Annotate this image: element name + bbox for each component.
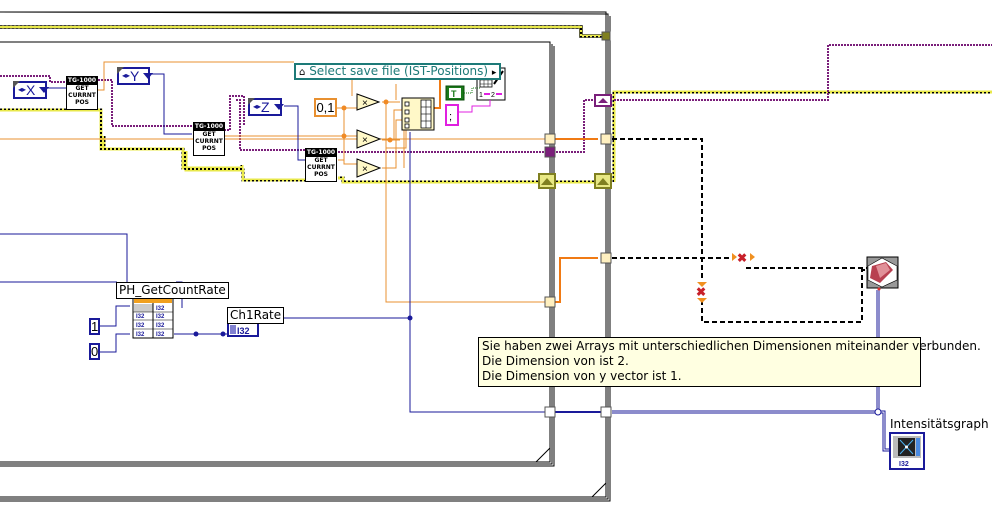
svg-text:×: × — [362, 98, 368, 109]
increment-arrows-icon: ◂▸ — [122, 71, 131, 80]
multiply-node-1[interactable]: × — [356, 93, 381, 111]
svg-text:✖: ✖ — [696, 285, 706, 299]
ring-corner — [13, 81, 20, 88]
tooltip-line: Die Dimension von ist 2. — [482, 354, 629, 368]
error-wire-outline — [0, 25, 606, 38]
call-library-node[interactable]: I32 I32 I32 I32 I32 I32 I32 — [132, 295, 174, 339]
multiply-node-3[interactable]: × — [356, 158, 382, 178]
svg-text:I32: I32 — [899, 461, 909, 468]
numeric-constant-1[interactable]: 1 — [89, 318, 100, 335]
ring-corner — [117, 67, 124, 74]
subvi-line: POS — [202, 145, 216, 152]
error-tooltip: Sie haben zwei Arrays mit unterschiedlic… — [478, 337, 981, 387]
subvi-line: CURRNT — [68, 92, 96, 99]
broken-wires — [612, 138, 870, 323]
numeric-constant-0[interactable]: 0 — [89, 343, 100, 360]
tg1000-get-current-pos-subvi-2[interactable]: TG-1000 GET CURRNT POS — [193, 122, 225, 156]
error-wires — [0, 25, 992, 184]
subvi-line: CURRNT — [307, 164, 335, 171]
svg-text:I32: I32 — [156, 314, 165, 320]
int-junctions — [193, 315, 413, 337]
tg1000-get-current-pos-subvi-3[interactable]: TG-1000 GET CURRNT POS — [305, 148, 337, 182]
ring-constant-x[interactable]: ◂▸ X — [13, 81, 50, 99]
ring-value: X — [26, 82, 36, 98]
subvi-header: TG-1000 — [194, 123, 224, 131]
subvi-line: CURRNT — [195, 138, 223, 145]
svg-text:I32: I32 — [136, 332, 145, 338]
increment-arrows-icon: ◂▸ — [18, 85, 27, 94]
numeric-int-wires — [0, 73, 548, 413]
ring-constant-y[interactable]: ◂▸ Y — [117, 67, 154, 85]
subvi-line: POS — [75, 99, 89, 106]
string-wire — [458, 100, 491, 113]
surface-plot-node[interactable] — [866, 256, 899, 291]
svg-text:×: × — [362, 135, 368, 146]
svg-text:✖: ✖ — [737, 251, 747, 265]
ring-constant-z[interactable]: ◂▸ Z — [248, 98, 284, 116]
subvi-line: POS — [314, 171, 328, 178]
svg-text:I32: I32 — [156, 323, 165, 329]
browse-arrow-icon: ▸ — [491, 68, 497, 78]
svg-text:;: ; — [449, 111, 452, 123]
inner-shift-register-error[interactable] — [538, 173, 556, 189]
multiply-node-2[interactable]: × — [356, 129, 382, 149]
path-constant-select-save-file[interactable]: ⌂ Select save file (IST-Positions) ▸ — [294, 63, 502, 80]
svg-text:I32: I32 — [156, 332, 165, 338]
boolean-constant-true[interactable]: T — [445, 85, 465, 101]
ring-value: Y — [130, 68, 140, 84]
svg-text:I32: I32 — [136, 314, 145, 320]
ch1rate-label: Ch1Rate — [227, 307, 285, 324]
subvi-line: GET — [75, 85, 89, 92]
refnum-wires — [0, 44, 992, 153]
svg-text:1: 1 — [479, 92, 483, 99]
call-library-node-label: PH_GetCountRate — [116, 282, 229, 299]
boolean-wire — [464, 87, 480, 94]
increment-arrows-icon: ◂▸ — [253, 102, 262, 111]
broken-wire-mark-vertical: ✖ — [696, 282, 707, 303]
dropdown-arrow-icon — [39, 87, 50, 93]
svg-text:×: × — [362, 164, 368, 175]
svg-text:I32: I32 — [136, 323, 145, 329]
broken-wire-mark-horizontal: ✖ — [732, 251, 755, 265]
build-array-node[interactable] — [401, 97, 435, 131]
svg-text:I32: I32 — [237, 326, 250, 336]
tooltip-line: Die Dimension von y vector ist 1. — [482, 369, 682, 383]
ring-value: Z — [261, 99, 270, 115]
string-constant-semicolon[interactable]: ; — [445, 104, 459, 126]
numeric-constant-scale[interactable]: 0,1 — [314, 98, 337, 117]
subvi-header: TG-1000 — [306, 149, 336, 157]
tg1000-get-current-pos-subvi-1[interactable]: TG-1000 GET CURRNT POS — [66, 76, 98, 110]
intensity-graph-label: Intensitätsgraph — [890, 417, 989, 431]
array-wire-junction — [874, 408, 882, 416]
ring-corner — [248, 98, 255, 105]
subvi-header: TG-1000 — [67, 77, 97, 85]
inner-loop-tunnels[interactable] — [544, 133, 556, 418]
outer-shift-register-error[interactable] — [594, 173, 612, 189]
svg-text:I32: I32 — [156, 306, 165, 312]
subvi-line: GET — [314, 157, 328, 164]
subvi-line: GET — [202, 131, 216, 138]
dropdown-arrow-icon — [273, 104, 284, 110]
intensity-graph-terminal[interactable]: I32 — [889, 432, 925, 470]
tooltip-line: Sie haben zwei Arrays mit unterschiedlic… — [482, 339, 981, 353]
outer-shift-register-refnum[interactable] — [594, 94, 612, 107]
svg-text:T: T — [451, 89, 457, 99]
svg-text:2: 2 — [491, 92, 495, 99]
outer-loop-tunnels[interactable] — [600, 31, 612, 418]
ch1rate-indicator[interactable]: I32 — [227, 322, 259, 337]
dropdown-arrow-icon — [143, 73, 154, 79]
wire-junctions — [341, 99, 393, 143]
home-icon: ⌂ — [299, 67, 306, 78]
path-constant-text: Select save file (IST-Positions) — [309, 64, 489, 78]
